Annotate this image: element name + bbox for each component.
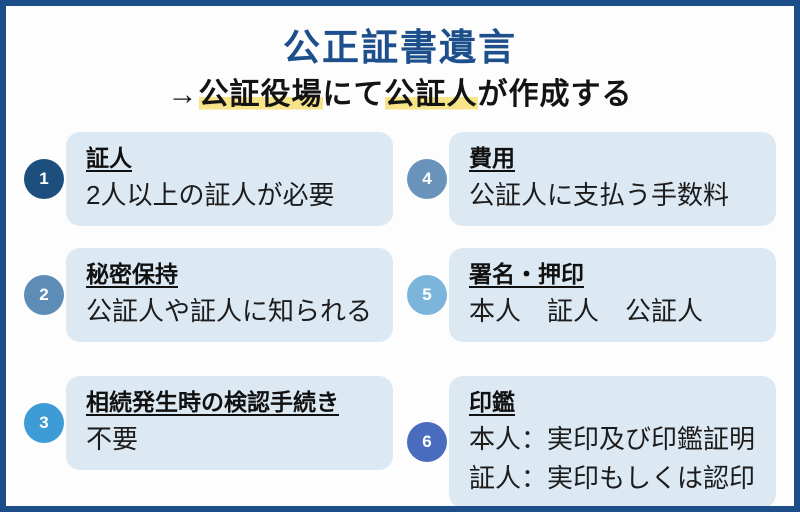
item-4-number-badge: 4 <box>407 158 447 199</box>
subtitle-text: にて <box>322 78 385 112</box>
items-grid: 1 証人 2人以上の証人が必要 4 費用 公証人に支払う手数料 2 秘密保持 公… <box>6 114 794 506</box>
item-6-card: 印鑑 本人：実印及び印鑑証明 証人：実印もしくは認印 <box>449 375 776 506</box>
item-4-card: 費用 公証人に支払う手数料 <box>449 131 776 226</box>
item-5-text: 本人 証人 公証人 <box>469 296 704 327</box>
item-3-card: 相続発生時の検認手続き 不要 <box>66 375 393 470</box>
list-item-1: 1 証人 2人以上の証人が必要 <box>24 131 393 226</box>
item-1-text: 2人以上の証人が必要 <box>86 180 335 211</box>
item-5-number-badge: 5 <box>407 274 447 315</box>
item-5-heading: 署名・押印 <box>469 261 584 288</box>
item-1-number-badge: 1 <box>24 158 64 199</box>
item-2-heading: 秘密保持 <box>86 261 178 288</box>
item-4-text: 公証人に支払う手数料 <box>469 180 730 211</box>
subtitle-arrow: → <box>167 78 199 112</box>
list-item-4: 4 費用 公証人に支払う手数料 <box>407 131 776 226</box>
item-6-heading: 印鑑 <box>469 388 515 415</box>
header: 公正証書遺言 →公証役場にて公証人が作成する <box>6 6 794 114</box>
item-6-text-line2: 証人：実印もしくは認印 <box>469 463 756 494</box>
subtitle-highlight-notary-office: 公証役場 <box>198 78 323 112</box>
item-6-number-badge: 6 <box>407 422 447 462</box>
list-item-3: 3 相続発生時の検認手続き 不要 <box>24 375 393 470</box>
item-6-text-line1: 本人：実印及び印鑑証明 <box>469 423 756 454</box>
item-2-text: 公証人や証人に知られる <box>86 296 373 327</box>
item-2-number-badge: 2 <box>24 274 64 315</box>
subtitle-text-end: が作成する <box>477 78 633 112</box>
subtitle-highlight-notary: 公証人 <box>384 78 478 112</box>
item-4-heading: 費用 <box>469 145 515 172</box>
list-item-2: 2 秘密保持 公証人や証人に知られる <box>24 247 393 342</box>
list-item-6: 6 印鑑 本人：実印及び印鑑証明 証人：実印もしくは認印 <box>407 375 776 506</box>
item-2-card: 秘密保持 公証人や証人に知られる <box>66 247 393 342</box>
item-1-card: 証人 2人以上の証人が必要 <box>66 131 393 226</box>
page-title: 公正証書遺言 <box>283 27 517 68</box>
item-1-heading: 証人 <box>86 145 132 172</box>
page-subtitle: →公証役場にて公証人が作成する <box>6 76 794 114</box>
item-3-heading: 相続発生時の検認手続き <box>86 389 339 416</box>
item-5-card: 署名・押印 本人 証人 公証人 <box>449 247 776 342</box>
item-3-text: 不要 <box>86 424 139 455</box>
item-3-number-badge: 3 <box>24 402 64 443</box>
list-item-5: 5 署名・押印 本人 証人 公証人 <box>407 247 776 342</box>
